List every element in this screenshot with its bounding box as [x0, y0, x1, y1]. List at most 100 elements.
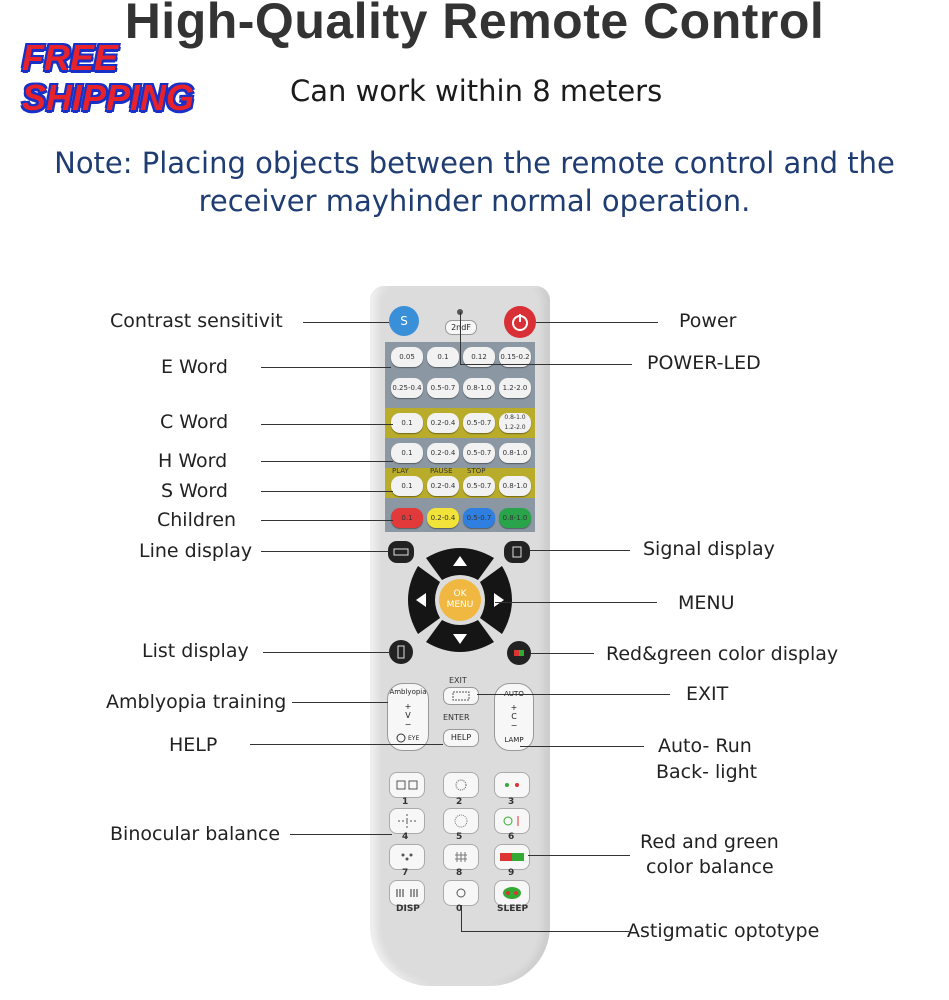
num-button-4[interactable] — [389, 808, 425, 834]
dot-pattern-icon — [401, 853, 413, 861]
callout-line — [261, 491, 393, 492]
amblyopia-plus: + — [404, 702, 412, 711]
redgreen-balance-icon — [500, 853, 524, 861]
auto-plus: + — [510, 703, 518, 712]
cross-icon — [398, 814, 416, 828]
grid-dot-icon — [454, 814, 468, 828]
callout-line — [460, 312, 461, 364]
e-key[interactable]: 0.5-0.7 — [427, 378, 459, 398]
label-binocular-balance: Binocular balance — [110, 823, 281, 845]
num-button-8[interactable] — [443, 844, 479, 870]
contrast-s-button[interactable]: S — [389, 306, 419, 336]
label-exit: EXIT — [686, 683, 729, 705]
num-label: 2 — [456, 797, 463, 807]
signal-display-icon — [512, 546, 522, 558]
s-key[interactable]: 0.1 — [391, 476, 423, 496]
disp-icon — [396, 889, 418, 897]
num-label: 6 — [508, 832, 515, 842]
callout-line — [520, 746, 644, 747]
num-label: 3 — [508, 797, 515, 807]
label-power-led: POWER-LED — [647, 352, 761, 374]
label-power: Power — [679, 310, 737, 332]
exit-button[interactable] — [443, 687, 479, 705]
e-key[interactable]: 0.05 — [391, 347, 423, 367]
num-label: 1 — [402, 797, 409, 807]
badge-line-1: FREE — [22, 37, 119, 78]
amblyopia-rocker[interactable]: Amblyopia + V − EYE — [387, 683, 429, 751]
e-key[interactable]: 0.1 — [427, 347, 459, 367]
page-title: High-Quality Remote Control — [124, 0, 825, 49]
auto-c: C — [511, 712, 517, 721]
ok-menu-button[interactable]: OK MENU — [439, 579, 481, 621]
c-key[interactable]: 0.5-0.7 — [463, 413, 495, 433]
amblyopia-v: V — [405, 711, 411, 720]
child-key-green[interactable]: 0.8-1.0 — [499, 508, 531, 528]
callout-line — [261, 551, 389, 552]
list-display-button[interactable] — [389, 640, 413, 664]
ok-label: OK — [453, 589, 467, 599]
e-key[interactable]: 0.15-0.2 — [499, 347, 531, 367]
num-button-5[interactable] — [443, 808, 479, 834]
amblyopia-title: Amblyopia — [389, 688, 427, 696]
callout-line — [290, 834, 392, 835]
play-caption: PLAY — [392, 467, 409, 475]
disp-button[interactable] — [389, 880, 425, 906]
help-button[interactable]: HELP — [443, 729, 479, 747]
lamp-label: LAMP — [504, 736, 524, 744]
num-button-2[interactable] — [443, 772, 479, 798]
c-key[interactable]: 0.8-1.0 1.2-2.0 — [499, 413, 531, 433]
child-key-blue[interactable]: 0.5-0.7 — [463, 508, 495, 528]
power-button[interactable] — [504, 306, 536, 338]
callout-line — [261, 424, 393, 425]
num-button-6[interactable] — [494, 808, 530, 834]
c-key[interactable]: 0.2-0.4 — [427, 413, 459, 433]
sleep-button[interactable] — [494, 880, 530, 906]
s-key[interactable]: 0.8-1.0 — [499, 476, 531, 496]
child-key-red[interactable]: 0.1 — [391, 508, 423, 528]
e-key[interactable]: 0.8-1.0 — [463, 378, 495, 398]
auto-minus: − — [510, 721, 518, 730]
line-display-icon — [393, 548, 409, 556]
c-key[interactable]: 0.1 — [391, 413, 423, 433]
num-label: 5 — [456, 832, 463, 842]
num-button-9[interactable] — [494, 844, 530, 870]
eye-label: EYE — [408, 735, 420, 742]
redgreen-display-button[interactable] — [507, 641, 531, 665]
e-key[interactable]: 1.2-2.0 — [499, 378, 531, 398]
callout-line — [292, 702, 388, 703]
h-key[interactable]: 0.5-0.7 — [463, 443, 495, 463]
s-key[interactable]: 0.2-0.4 — [427, 476, 459, 496]
callout-line — [303, 322, 389, 323]
stop-caption: STOP — [467, 467, 486, 475]
pause-caption: PAUSE — [430, 467, 453, 475]
callout-line — [495, 602, 657, 603]
e-key[interactable]: 0.12 — [463, 347, 495, 367]
callout-line — [461, 905, 462, 931]
amblyopia-minus: − — [404, 720, 412, 729]
h-key[interactable]: 0.8-1.0 — [499, 443, 531, 463]
num-button-7[interactable] — [389, 844, 425, 870]
target-icon — [503, 816, 519, 826]
redgreen-icon — [514, 650, 524, 656]
eye-icon — [396, 733, 406, 743]
callout-line — [261, 520, 393, 521]
num-button-0[interactable] — [443, 880, 479, 906]
signal-display-button[interactable] — [504, 541, 530, 563]
callout-line — [263, 652, 391, 653]
label-s-word: S Word — [161, 480, 228, 502]
num-button-1[interactable] — [389, 772, 425, 798]
line-display-button[interactable] — [388, 541, 414, 563]
num-button-3[interactable] — [494, 772, 530, 798]
s-key[interactable]: 0.5-0.7 — [463, 476, 495, 496]
num-label: 0 — [456, 904, 463, 914]
2ndf-button[interactable]: 2ndF — [445, 320, 477, 335]
h-key[interactable]: 0.1 — [391, 443, 423, 463]
e-key[interactable]: 0.25-0.4 — [391, 378, 423, 398]
callout-line — [530, 550, 630, 551]
num-label: 4 — [402, 832, 409, 842]
child-key-yellow[interactable]: 0.2-0.4 — [427, 508, 459, 528]
num-label: 7 — [402, 868, 409, 878]
up-arrow-icon — [453, 556, 467, 566]
h-key[interactable]: 0.2-0.4 — [427, 443, 459, 463]
circle-icon — [456, 888, 466, 898]
